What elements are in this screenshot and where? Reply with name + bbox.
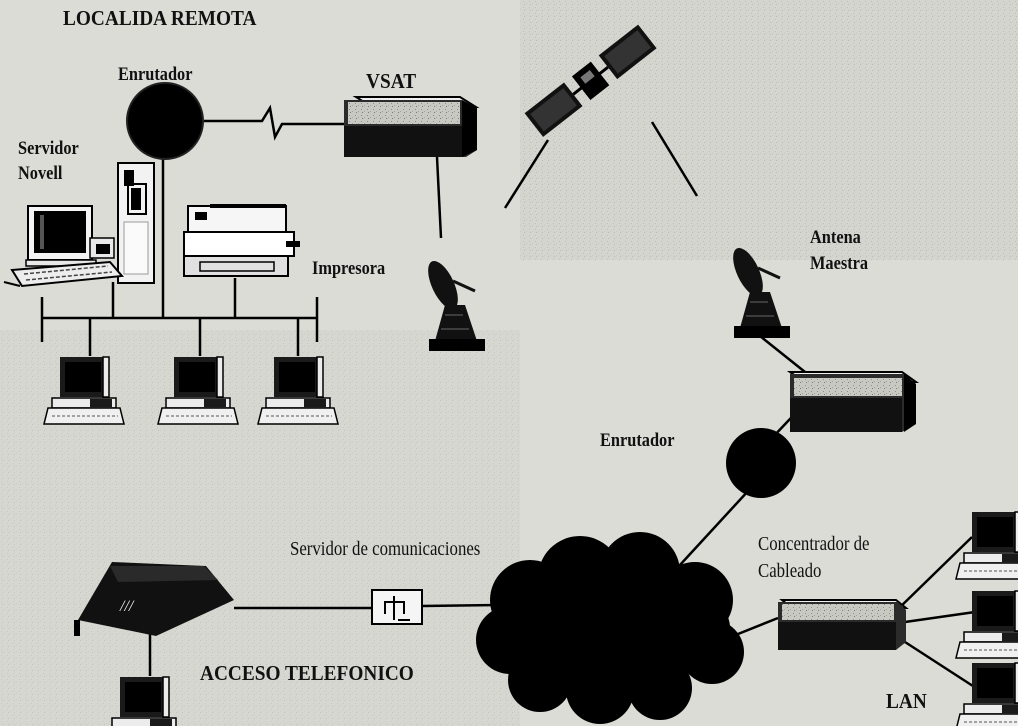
remote-site-title: LOCALIDA REMOTA: [63, 6, 257, 30]
router-cloud-link: [667, 489, 750, 579]
connection-lines: [40, 104, 977, 690]
master-modem-box: [786, 371, 920, 432]
novell-server-label-line2: Novell: [18, 163, 63, 184]
router-bottom-label: Enrutador: [600, 430, 675, 451]
master-antenna-label-line2: Maestra: [810, 253, 869, 274]
telephone-device: ///: [74, 562, 234, 636]
cloud-hub-link: [732, 616, 779, 638]
vsat-dish-link: [435, 156, 443, 239]
router-bottom-node: [726, 428, 796, 498]
vsat-box: [344, 96, 480, 157]
printer-device: [183, 204, 300, 277]
svg-text:///: ///: [119, 598, 135, 615]
satellite: [524, 24, 657, 137]
router-top-label: Enrutador: [118, 64, 193, 85]
router-vsat-link: [202, 104, 344, 141]
server-cloud-link: [421, 603, 499, 608]
lan-label: LAN: [886, 689, 927, 713]
antenna-modem-link: [759, 335, 806, 373]
printer-label: Impresora: [312, 258, 386, 279]
comm-server-label: Servidor de comunicaciones: [290, 538, 481, 560]
uplink-ray: [503, 139, 550, 209]
hub-label-line2: Cableado: [758, 560, 822, 582]
comm-server-box: [371, 589, 423, 625]
hub-box: [778, 599, 909, 650]
master-antenna-label-line1: Antena: [810, 227, 861, 248]
phone-access-label: ACCESO TELEFONICO: [200, 661, 414, 685]
novell-server-tower: [117, 162, 155, 284]
router-top-node: [126, 82, 204, 160]
novell-server-label-line1: Servidor: [18, 138, 79, 159]
downlink-ray: [650, 121, 699, 197]
network-cloud: [476, 532, 744, 724]
hub-label-line1: Concentrador de: [758, 533, 870, 555]
vsat-label: VSAT: [366, 69, 417, 93]
server-workstation: [3, 205, 125, 288]
